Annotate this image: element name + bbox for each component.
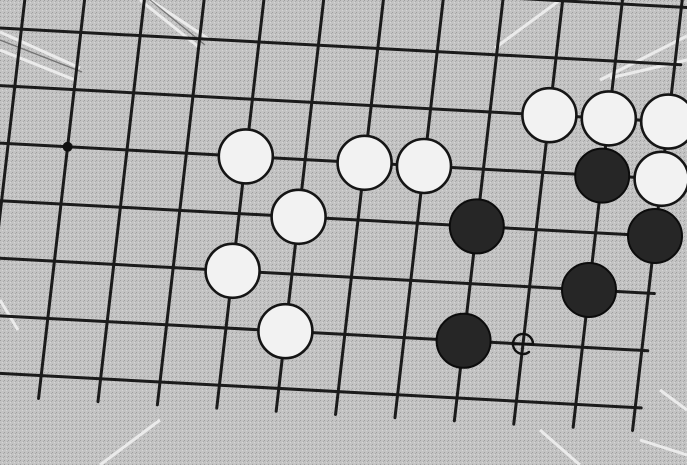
white-stone [206, 244, 260, 298]
black-stone [450, 199, 504, 253]
black-stone [628, 209, 682, 263]
white-stone [272, 190, 326, 244]
black-stone [575, 149, 629, 203]
white-stone [635, 152, 687, 206]
white-stone [522, 88, 576, 142]
black-stone [437, 314, 491, 368]
star-points [63, 142, 73, 152]
white-stone [258, 304, 312, 358]
white-stone [219, 129, 273, 183]
star-point [63, 142, 73, 152]
white-stone [338, 136, 392, 190]
white-stone [397, 139, 451, 193]
white-stone [641, 95, 687, 149]
black-stone [562, 263, 616, 317]
white-stone [582, 91, 636, 145]
